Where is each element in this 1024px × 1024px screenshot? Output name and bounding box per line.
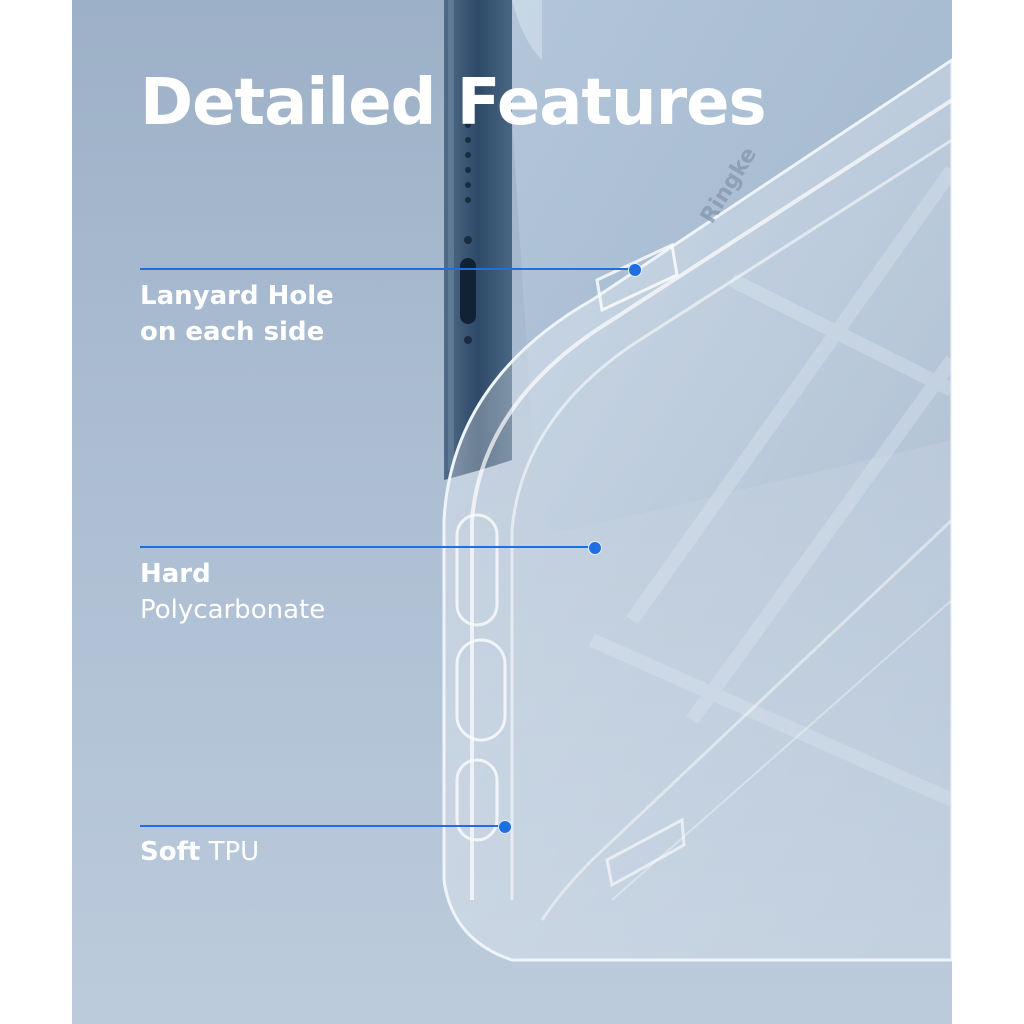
- callout-dot-lanyard: [628, 263, 642, 277]
- page-title: Detailed Features: [140, 66, 767, 140]
- feature-hard-polycarbonate: Hard Polycarbonate: [140, 556, 325, 628]
- feature-hard-line2: Polycarbonate: [140, 595, 326, 625]
- feature-hard-line1: Hard: [140, 559, 211, 589]
- clear-case-shell: [442, 58, 952, 962]
- feature-tpu-bold: Soft: [140, 837, 201, 867]
- case-button-cutouts: [455, 513, 507, 842]
- lanyard-hole-top: [595, 242, 679, 313]
- callout-dot-polycarbonate: [588, 541, 602, 555]
- charging-port: [460, 258, 476, 324]
- feature-soft-tpu: Soft TPU: [140, 834, 259, 870]
- phone-case-illustration: Ringke: [442, 0, 952, 962]
- product-image-frame: Ringke Detailed Features Lanyard Hole on…: [72, 0, 952, 1024]
- callout-line-polycarbonate: [140, 546, 592, 548]
- feature-tpu-regular: TPU: [208, 837, 260, 867]
- speaker-holes: [464, 92, 472, 344]
- feature-lanyard-line2: on each side: [140, 317, 325, 347]
- callout-line-lanyard: [140, 268, 634, 270]
- feature-lanyard-hole: Lanyard Hole on each side: [140, 278, 334, 350]
- lanyard-hole-bottom: [605, 817, 686, 888]
- callout-line-tpu: [140, 825, 502, 827]
- feature-tpu-line1: Soft TPU: [140, 834, 259, 870]
- phone-side-band: [444, 0, 512, 480]
- feature-lanyard-line1: Lanyard Hole: [140, 281, 334, 311]
- callout-dot-tpu: [498, 820, 512, 834]
